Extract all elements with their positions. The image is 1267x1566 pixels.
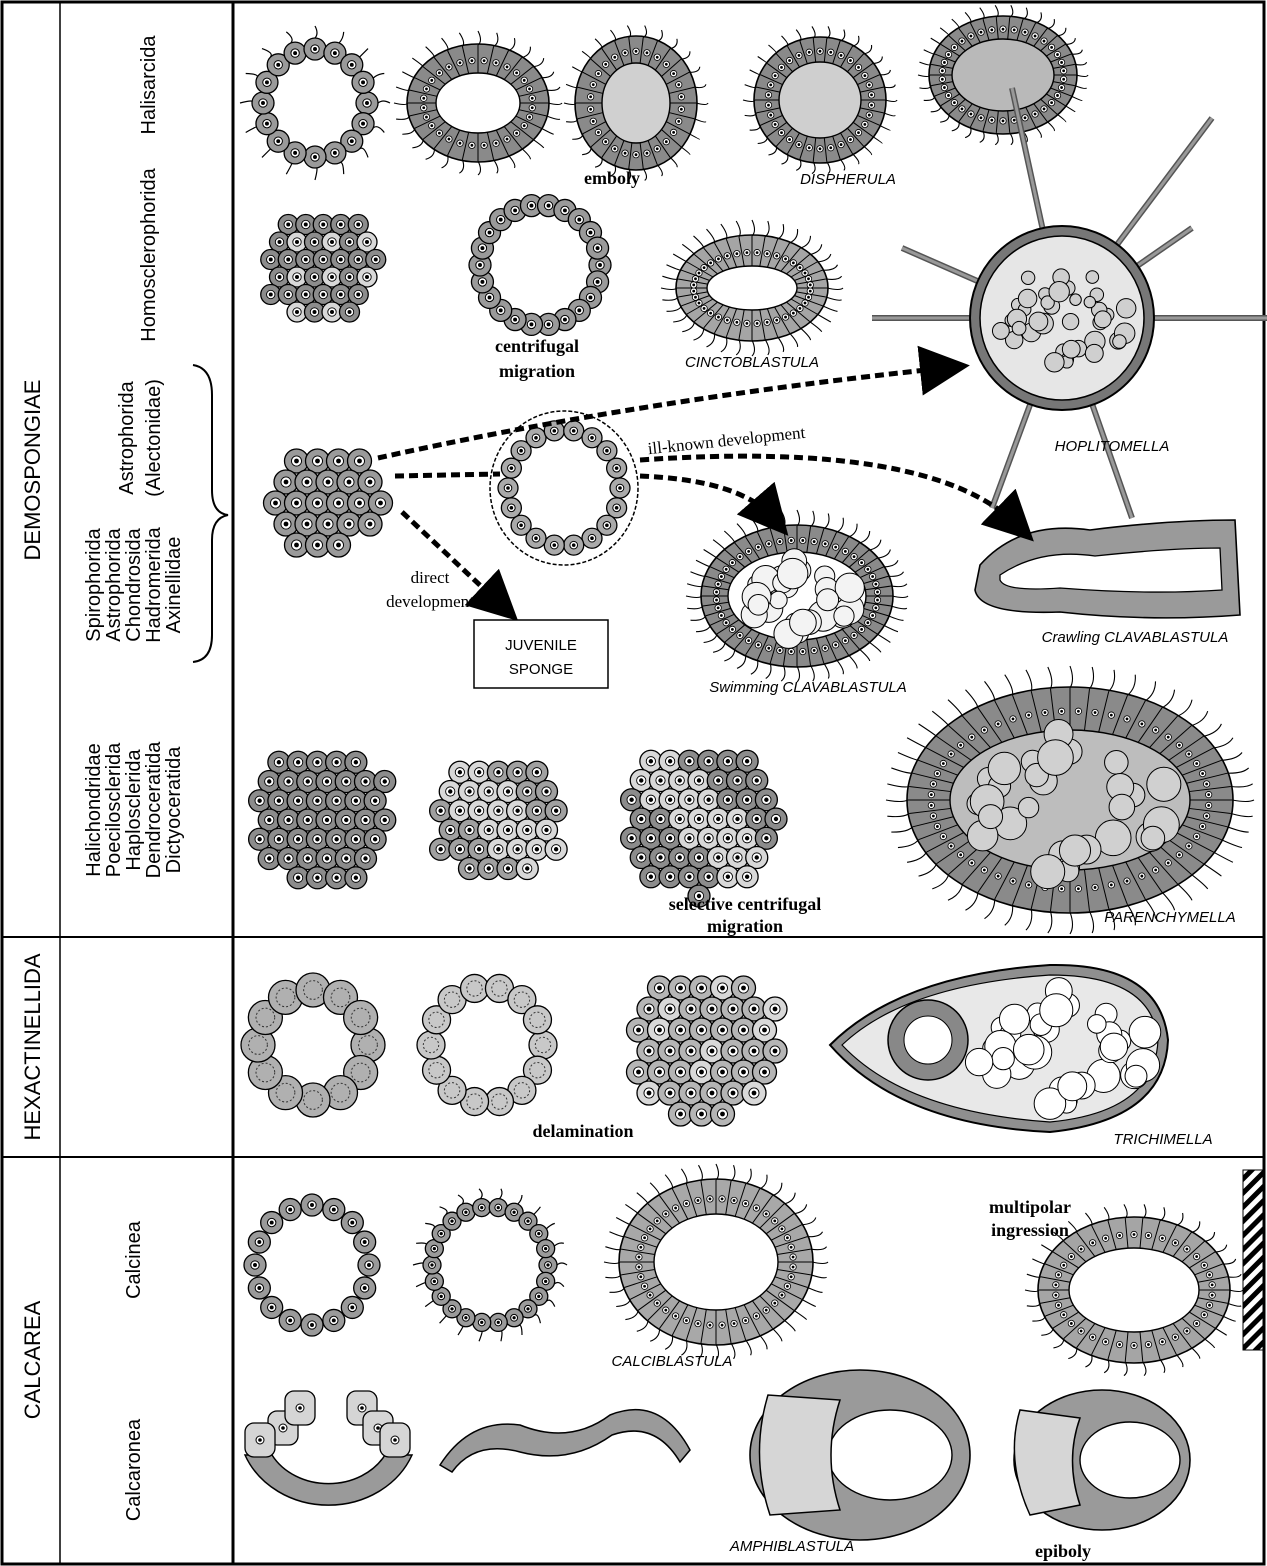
- halisarcida-late: [918, 5, 1088, 144]
- order-label-hadromerida: Hadromerida: [143, 526, 165, 642]
- larva-trichimella: TRICHIMELLA: [1113, 1131, 1212, 1148]
- process-centrifugal: centrifugal: [495, 336, 579, 356]
- astrophorida-cluster: [264, 449, 393, 557]
- arrow-to-swimming-clavablastula: [640, 476, 772, 517]
- process-development: development: [386, 592, 474, 611]
- larva-crawling-clavablastula: Crawling CLAVABLASTULA: [1042, 629, 1229, 646]
- arrow-to-blastula: [395, 474, 500, 476]
- order-label-astrophorida-2: Astrophorida: [103, 527, 125, 641]
- class-label-demospongiae: DEMOSPONGIAE: [20, 380, 45, 561]
- homoscleromorpha-blastula: [469, 195, 611, 336]
- process-delamination: delamination: [532, 1121, 633, 1141]
- hexactinellida-blastula: [241, 973, 385, 1117]
- order-label-chondrosida: Chondrosida: [123, 527, 145, 641]
- hexactinellida-delamination: [627, 976, 788, 1126]
- process-selective: selective centrifugal: [669, 894, 821, 914]
- larva-hoplitomella: HOPLITOMELLA: [1055, 438, 1170, 455]
- larva-swimming-clavablastula: Swimming CLAVABLASTULA: [709, 679, 907, 696]
- halisarcida-blastula: [240, 26, 390, 180]
- halisarcida-emboly: [564, 26, 708, 181]
- arrow-direct-development: [402, 512, 500, 604]
- order-label-calcaronea: Calcaronea: [123, 1418, 145, 1521]
- sponge-label: SPONGE: [509, 661, 573, 678]
- order-group-astrophorida: Astrophorida (Alectonidae): [116, 379, 165, 497]
- parenchymella-larva: [886, 666, 1254, 934]
- order-label-axinellidae: Axinellidae: [163, 537, 185, 634]
- process-emboly: emboly: [584, 168, 640, 188]
- process-migration: migration: [499, 361, 575, 381]
- larva-amphiblastula: AMPHIBLASTULA: [729, 1538, 854, 1555]
- calcinea-blastula: [244, 1194, 380, 1336]
- hatched-bar: [1243, 1170, 1265, 1350]
- swimming-clavablastula-larva: [686, 510, 908, 682]
- calcaronea-stage2: [440, 1410, 690, 1472]
- order-label-calcinea: Calcinea: [123, 1220, 145, 1299]
- halichondridae-stage3: [621, 750, 787, 907]
- order-label-astrophorida: Astrophorida: [116, 380, 138, 494]
- embryo-drawings: [240, 5, 1267, 1540]
- calciblastula-larva: [604, 1164, 828, 1360]
- process-multipolar: multipolar: [989, 1197, 1071, 1217]
- halichondridae-morula: [249, 751, 396, 889]
- process-epiboly: epiboly: [1035, 1541, 1091, 1561]
- calcinea-stage2: [413, 1189, 567, 1341]
- process-selective-migration: migration: [707, 916, 783, 936]
- order-label-dendroceratida: Dendroceratida: [143, 741, 165, 879]
- larva-parenchymella: PARENCHYMELLA: [1104, 909, 1235, 926]
- order-label-halisarcida: Halisarcida: [138, 35, 160, 135]
- juvenile-sponge-box: JUVENILE SPONGE: [474, 620, 608, 688]
- process-direct: direct: [411, 568, 450, 587]
- process-ingression: ingression: [991, 1220, 1069, 1240]
- order-label-halichondridae: Halichondridae: [83, 743, 105, 876]
- epiboly-larva: [1014, 1390, 1190, 1530]
- amphiblastula-larva: [750, 1370, 970, 1540]
- dashed-arrows: [378, 368, 1016, 604]
- cinctoblastula-larva: [661, 220, 843, 356]
- order-label-spirophorida: Spirophorida: [83, 527, 105, 641]
- order-label-homoscleromorpha: Homosclerophorida: [138, 167, 160, 341]
- dispherula-larva: [743, 26, 897, 173]
- larva-calciblastula: CALCIBLASTULA: [612, 1353, 733, 1370]
- halichondridae-stage2: [430, 761, 568, 879]
- larva-dispherula: DISPHERULA: [800, 171, 896, 188]
- order-label-haplosclerida: Haplosclerida: [123, 749, 145, 871]
- class-label-hexactinellida: HEXACTINELLIDA: [20, 953, 45, 1140]
- larva-cinctoblastula: CINCTOBLASTULA: [685, 354, 819, 371]
- order-group-spirophorida: Spirophorida Astrophorida Chondrosida Ha…: [83, 526, 185, 642]
- homoscleromorpha-morula: [261, 215, 386, 323]
- calcaronea-stage1: [245, 1391, 412, 1505]
- class-label-calcarea: CALCAREA: [20, 1300, 45, 1419]
- halisarcida-invagination-1: [394, 31, 562, 175]
- process-ill-known: ill-known development: [647, 423, 807, 458]
- order-label-alectonidae: (Alectonidae): [143, 379, 165, 497]
- order-label-dictyoceratida: Dictyoceratida: [163, 746, 185, 874]
- crawling-clavablastula-larva: [975, 520, 1240, 618]
- hexactinellida-stage2: [417, 974, 557, 1115]
- brace: [193, 365, 228, 662]
- juvenile-label: JUVENILE: [505, 637, 577, 654]
- order-group-halichondridae: Halichondridae Poecilosclerida Haploscle…: [83, 741, 185, 879]
- order-label-poecilosclerida: Poecilosclerida: [103, 742, 125, 877]
